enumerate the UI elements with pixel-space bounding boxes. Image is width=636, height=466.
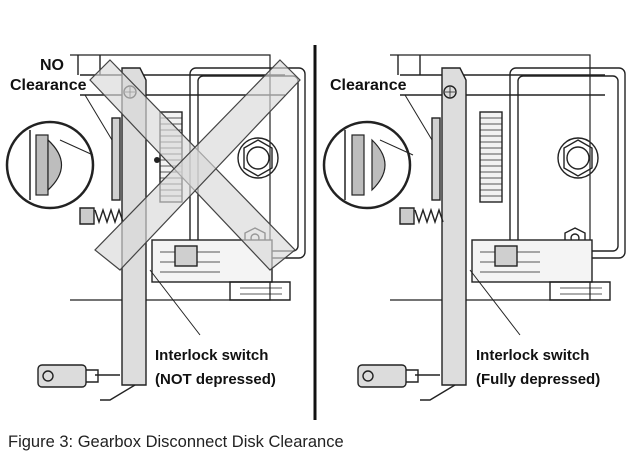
- right-magnifier: [322, 120, 414, 210]
- right-switch-label: Interlock switch: [476, 347, 589, 364]
- no-label: NO: [40, 57, 64, 74]
- left-mechanism: [37, 54, 306, 401]
- no-clearance-label: Clearance: [10, 77, 87, 94]
- no-clearance-cross: [89, 59, 301, 271]
- left-magnifier: [5, 120, 95, 210]
- left-switch-status: (NOT depressed): [155, 371, 276, 388]
- figure-caption: Figure 3: Gearbox Disconnect Disk Cleara…: [8, 433, 344, 451]
- clearance-label: Clearance: [330, 77, 407, 94]
- left-switch-label: Interlock switch: [155, 347, 268, 364]
- right-switch-status: (Fully depressed): [476, 371, 600, 388]
